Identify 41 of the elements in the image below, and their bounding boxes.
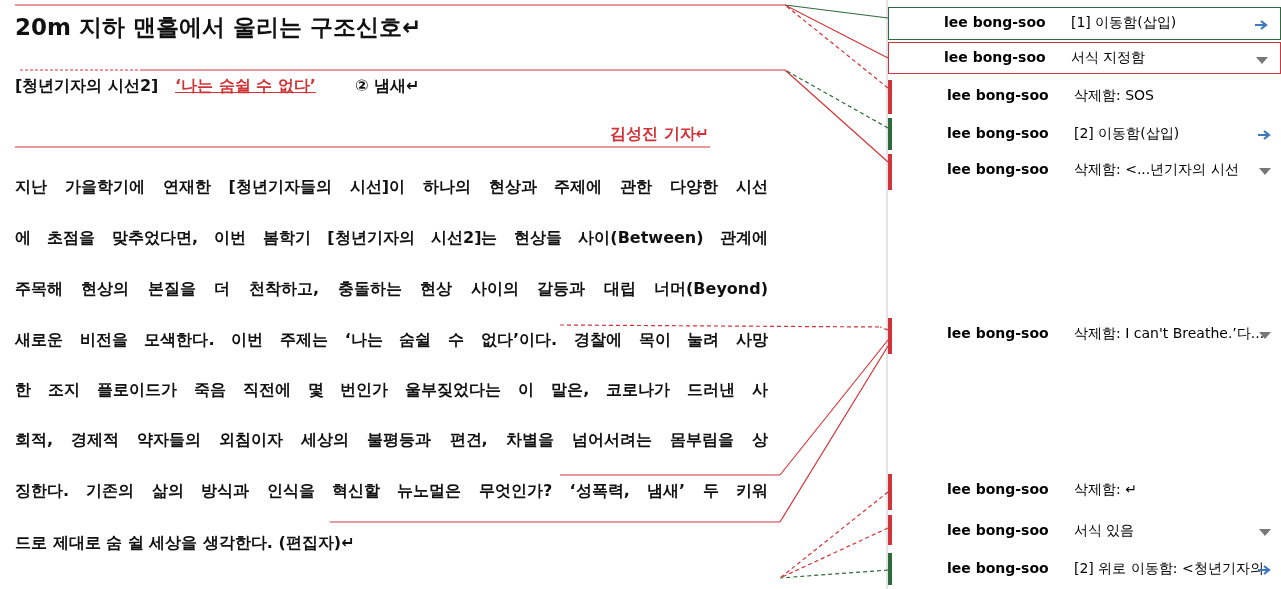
- subheading: ② 냄새↵: [355, 76, 420, 97]
- change-description: 서식 있음: [1074, 522, 1135, 540]
- change-description: [2] 이동함(삽입): [1074, 125, 1180, 143]
- comment-balloon: [888, 42, 1281, 74]
- change-description: 삭제함: SOS: [1074, 87, 1154, 105]
- change-description: 삭제함: I can't Breathe.’다...: [1074, 325, 1265, 343]
- author-name: lee bong-soo: [944, 14, 1046, 30]
- change-description: 삭제함: <...년기자의 시선: [1074, 161, 1239, 179]
- leader-line: [784, 4, 889, 19]
- author-name: lee bong-soo: [947, 325, 1049, 341]
- author-name: lee bong-soo: [947, 522, 1049, 538]
- leader-line: [14, 4, 889, 59]
- author-name: lee bong-soo: [947, 87, 1049, 103]
- author-name: lee bong-soo: [947, 161, 1049, 177]
- paragraph-line: 징한다. 기존의 삶의 방식과 인식을 혁신할 뉴노멀은 무엇인가? ‘성폭력, 냄새’ 두 키워: [15, 481, 768, 502]
- leader-line: [784, 4, 889, 89]
- change-description: [1] 이동함(삽입): [1071, 14, 1177, 32]
- leader-line: [784, 69, 889, 163]
- paragraph-line: 드로 제대로 숨 쉴 세상을 생각한다. (편집자)↵: [15, 533, 355, 554]
- leader-line: [779, 491, 889, 579]
- change-description: 서식 지정함: [1071, 49, 1146, 67]
- leader-line: [779, 339, 889, 476]
- change-description: [2] 위로 이동함: <청년기자의: [1074, 560, 1264, 578]
- paragraph-line: 에 초점을 맞추었다면, 이번 봄학기 [청년기자의 시선2]는 현상들 사이(Between) 관계에: [15, 228, 768, 249]
- subheading: [청년기자의 시선2]: [15, 76, 159, 97]
- author-name: lee bong-soo: [947, 125, 1049, 141]
- author-name: lee bong-soo: [944, 49, 1046, 65]
- byline: 김성진 기자↵: [610, 124, 709, 145]
- author-name: lee bong-soo: [947, 481, 1049, 497]
- leader-line: [779, 345, 889, 523]
- leader-line: [879, 326, 889, 331]
- paragraph-line: 회적, 경제적 약자들의 외침이자 세상의 불평등과 편견, 차별을 넘어서려는 몸부림을 상: [15, 430, 768, 451]
- paragraph-line: 새로운 비전을 모색한다. 이번 주제는 ‘나는 숨쉴 수 없다’이다. 경찰에 목이 눌려 사망: [15, 330, 768, 351]
- paragraph-line: 지난 가을학기에 연재한 [청년기자들의 시선]이 하나의 현상과 주제에 관한 다양한 시선: [15, 177, 768, 198]
- comment-balloon: [888, 7, 1281, 40]
- author-name: lee bong-soo: [947, 560, 1049, 576]
- change-description: 삭제함: ↵: [1074, 481, 1137, 499]
- paragraph-line: 주목해 현상의 본질을 더 천착하고, 충돌하는 현상 사이의 갈등과 대립 너머(Beyond): [15, 279, 768, 300]
- heading: 20m 지하 맨홀에서 울리는 구조신호↵: [15, 13, 422, 42]
- paragraph-line: 한 조지 플로이드가 죽음 직전에 몇 번인가 울부짖었다는 이 말은, 코로나가 드러낸 사: [15, 380, 768, 401]
- leader-line: [779, 569, 889, 579]
